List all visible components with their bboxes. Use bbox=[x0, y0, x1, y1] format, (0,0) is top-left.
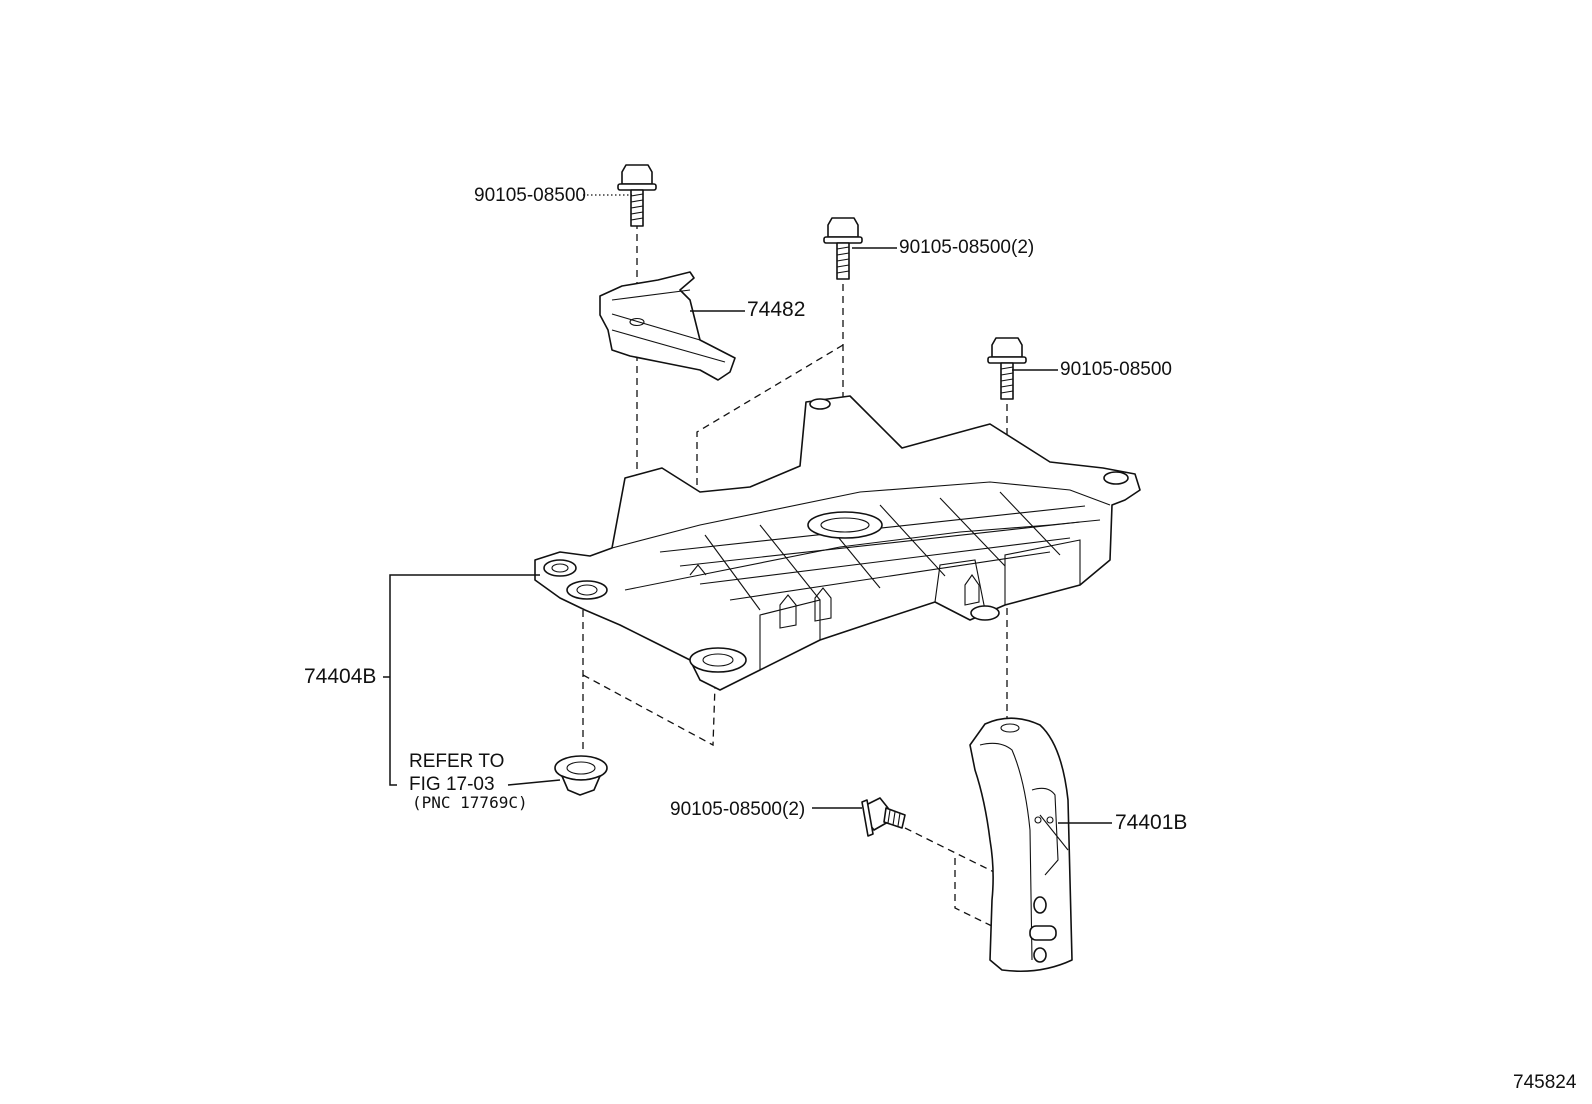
support-74401B-label: 74401B bbox=[1115, 811, 1188, 834]
leader-lines bbox=[383, 195, 1112, 823]
refer-line-3: (PNC 17769C) bbox=[412, 793, 528, 812]
refer-line-1: REFER TO bbox=[409, 751, 505, 772]
grommet-drawing bbox=[555, 756, 607, 795]
bolt-right-label: 90105-08500 bbox=[1060, 359, 1172, 380]
bolt-top-left-drawing bbox=[618, 165, 656, 226]
bracket-74482-drawing bbox=[600, 272, 735, 380]
bolt-right-drawing bbox=[988, 338, 1026, 399]
bolt-top-mid-label: 90105-08500(2) bbox=[899, 237, 1035, 258]
battery-tray-drawing bbox=[535, 396, 1140, 690]
bolt-bottom-drawing bbox=[862, 798, 905, 836]
refer-line-2: FIG 17-03 bbox=[409, 774, 495, 795]
bolt-bottom-label: 90105-08500(2) bbox=[670, 799, 806, 820]
bracket-74482-label: 74482 bbox=[747, 298, 806, 321]
tray-74404B-label: 74404B bbox=[304, 665, 377, 688]
bolt-top-mid-drawing bbox=[824, 218, 862, 279]
bolt-top-left-label: 90105-08500 bbox=[474, 185, 586, 206]
illustration-number: 745824 bbox=[1513, 1072, 1577, 1093]
support-74401B-drawing bbox=[970, 718, 1072, 971]
